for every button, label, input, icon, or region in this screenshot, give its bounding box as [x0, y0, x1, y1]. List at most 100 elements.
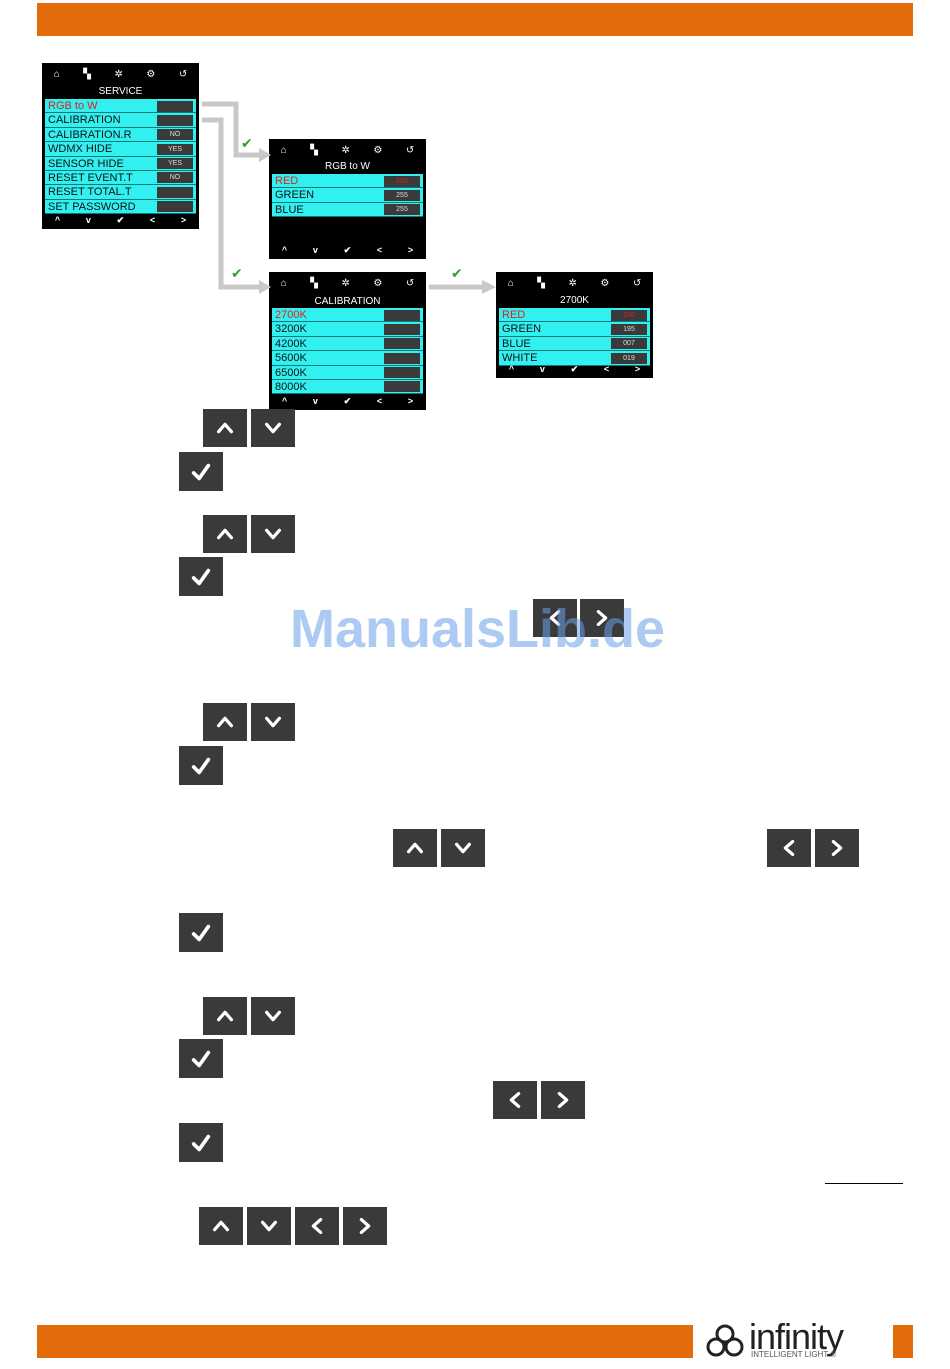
down-key-button: [251, 703, 295, 741]
back-icon: ↺: [405, 145, 415, 156]
up-arrow-icon: [214, 417, 236, 439]
down-key-button: [251, 997, 295, 1035]
lcd-menu-row[interactable]: RED 230: [499, 308, 650, 323]
lcd-row-value: 019: [611, 352, 647, 364]
settings-icon: ⚙: [146, 69, 156, 80]
lcd-row-value: [384, 309, 420, 321]
right-key-button: [580, 599, 624, 637]
lcd-row-value: [157, 100, 193, 112]
lcd-row-value: [384, 323, 420, 335]
lcd-row-value: 255: [384, 175, 420, 187]
lcd-row-label: 8000K: [275, 380, 307, 393]
lcd-row-label: GREEN: [502, 323, 542, 336]
left-arrow-icon: [544, 607, 566, 629]
logo-tagline: INTELLIGENT LIGHT ®: [751, 1350, 837, 1359]
check-icon: [190, 461, 212, 483]
lcd-row-label: BLUE: [275, 203, 304, 216]
lcd-menu-row[interactable]: WDMX HIDE YES: [45, 142, 196, 157]
right-key-button: [541, 1081, 585, 1119]
lcd-menu-row[interactable]: RGB to W: [45, 99, 196, 114]
check-icon: [190, 1048, 212, 1070]
brand-logo: infinity INTELLIGENT LIGHT ®: [703, 1316, 893, 1362]
lcd-menu-row[interactable]: BLUE 255: [272, 202, 423, 218]
lcd-row-label: WHITE: [502, 352, 538, 365]
up-key-button: [203, 997, 247, 1035]
lcd-row-label: RGB to W: [48, 100, 98, 112]
lcd-row-label: WDMX HIDE: [48, 143, 113, 156]
lcd-menu-row[interactable]: CALIBRATION: [45, 113, 196, 128]
lcd-menu-row[interactable]: 2700K: [272, 308, 423, 323]
lcd-row-value: NO: [157, 129, 193, 141]
check-icon: [190, 1132, 212, 1154]
settings-icon: ⚙: [600, 278, 610, 289]
down-key-button: [247, 1207, 291, 1245]
enter-key-button: [179, 452, 223, 491]
lcd-menu-row[interactable]: GREEN 195: [499, 322, 650, 337]
light-icon: ✲: [114, 69, 123, 80]
up-key-button: [203, 515, 247, 553]
back-icon: ↺: [178, 69, 188, 80]
enter-key-button: [179, 1123, 223, 1162]
lcd-nav-bar: ^v✔<>: [281, 396, 414, 406]
lcd-menu-row[interactable]: 4200K: [272, 336, 423, 352]
right-arrow-icon: [591, 607, 613, 629]
lcd-row-label: BLUE: [502, 337, 531, 350]
up-arrow-icon: [214, 1005, 236, 1027]
lcd-menu-row[interactable]: RESET TOTAL.T: [45, 185, 196, 200]
settings-icon: ⚙: [373, 145, 383, 156]
up-key-button: [203, 703, 247, 741]
lcd-row-value: [157, 186, 193, 198]
header-bar: [37, 3, 913, 36]
lcd-title: SERVICE: [98, 86, 143, 97]
light-icon: ✲: [341, 278, 350, 289]
lcd-row-label: SET PASSWORD: [48, 200, 136, 213]
lcd-row-label: RED: [502, 309, 526, 321]
check-icon: [190, 922, 212, 944]
lcd-row-value: [157, 114, 193, 126]
lcd-menu-row[interactable]: WHITE 019: [499, 351, 650, 366]
lcd-row-value: [384, 367, 420, 379]
lcd-row-value: 230: [611, 309, 647, 321]
lcd-row-value: 255: [384, 204, 420, 216]
up-key-button: [203, 409, 247, 447]
watermark: ManualsLib.de: [290, 599, 666, 659]
back-icon: ↺: [405, 278, 415, 289]
lcd-row-label: 5600K: [275, 352, 307, 365]
lcd-row-label: 3200K: [275, 323, 307, 336]
up-key-button: [393, 829, 437, 867]
check-icon: ✔: [231, 266, 243, 282]
lcd-menu-row[interactable]: 8000K: [272, 379, 423, 395]
enter-key-button: [179, 557, 223, 596]
left-arrow-icon: [778, 837, 800, 859]
footer-bar: [37, 1325, 693, 1358]
light-icon: ✲: [568, 278, 577, 289]
lcd-row-value: NO: [157, 172, 193, 184]
right-key-button: [343, 1207, 387, 1245]
lcd-menu-row[interactable]: 3200K: [272, 322, 423, 337]
lcd-row-value: YES: [157, 143, 193, 155]
lcd-menu-row[interactable]: SET PASSWORD: [45, 199, 196, 215]
right-arrow-icon: [552, 1089, 574, 1111]
left-key-button: [493, 1081, 537, 1119]
lcd-row-value: [384, 352, 420, 364]
lcd-menu-row[interactable]: 5600K: [272, 351, 423, 366]
enter-key-button: [179, 746, 223, 785]
lcd-row-value: 195: [611, 323, 647, 335]
down-arrow-icon: [262, 711, 284, 733]
lcd-icon-bar: ⌂▚✲⚙↺: [496, 278, 653, 292]
down-key-button: [251, 409, 295, 447]
lcd-menu-row[interactable]: 6500K: [272, 365, 423, 380]
lcd-icon-bar: ⌂▚✲⚙↺: [269, 278, 426, 292]
lcd-row-value: [384, 381, 420, 393]
check-icon: ✔: [241, 136, 253, 152]
settings-icon: ⚙: [373, 278, 383, 289]
